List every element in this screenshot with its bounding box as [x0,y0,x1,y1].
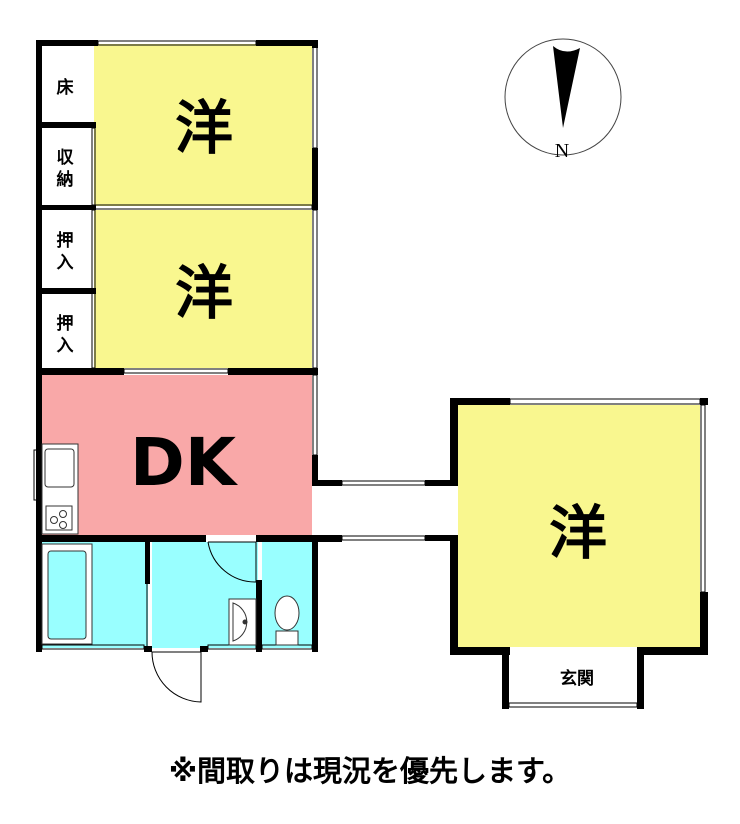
closet-2-label: 押 [57,313,74,334]
sink-icon [44,448,75,488]
walls [36,40,708,709]
western-room-1-floor [94,44,312,206]
stove-icon [45,505,73,531]
western-room-2-label: 洋 [175,259,233,327]
western-room-3-floor [458,405,700,647]
closet-1-label: 押 [57,230,74,251]
closet-1-label: 入 [57,253,74,273]
north-compass-icon: N [504,38,622,162]
western-room-1-label: 洋 [175,94,233,162]
kitchen-counter [41,443,79,535]
compass-north-label: N [555,140,569,162]
entrance-label: 玄関 [560,668,594,689]
western-room-3-label: 洋 [549,499,607,567]
tokonoma-label: 床 [57,77,75,98]
dk-label: DK [130,424,239,501]
caption-note: ※間取りは現況を優先します。 [168,754,572,788]
dk-floor [40,375,312,535]
western-room-2-floor [94,210,312,368]
closet-2-label: 入 [57,336,74,356]
storage-label: 納 [57,169,74,190]
storage-label: 収 [57,148,75,168]
toilet-icon [274,595,300,646]
